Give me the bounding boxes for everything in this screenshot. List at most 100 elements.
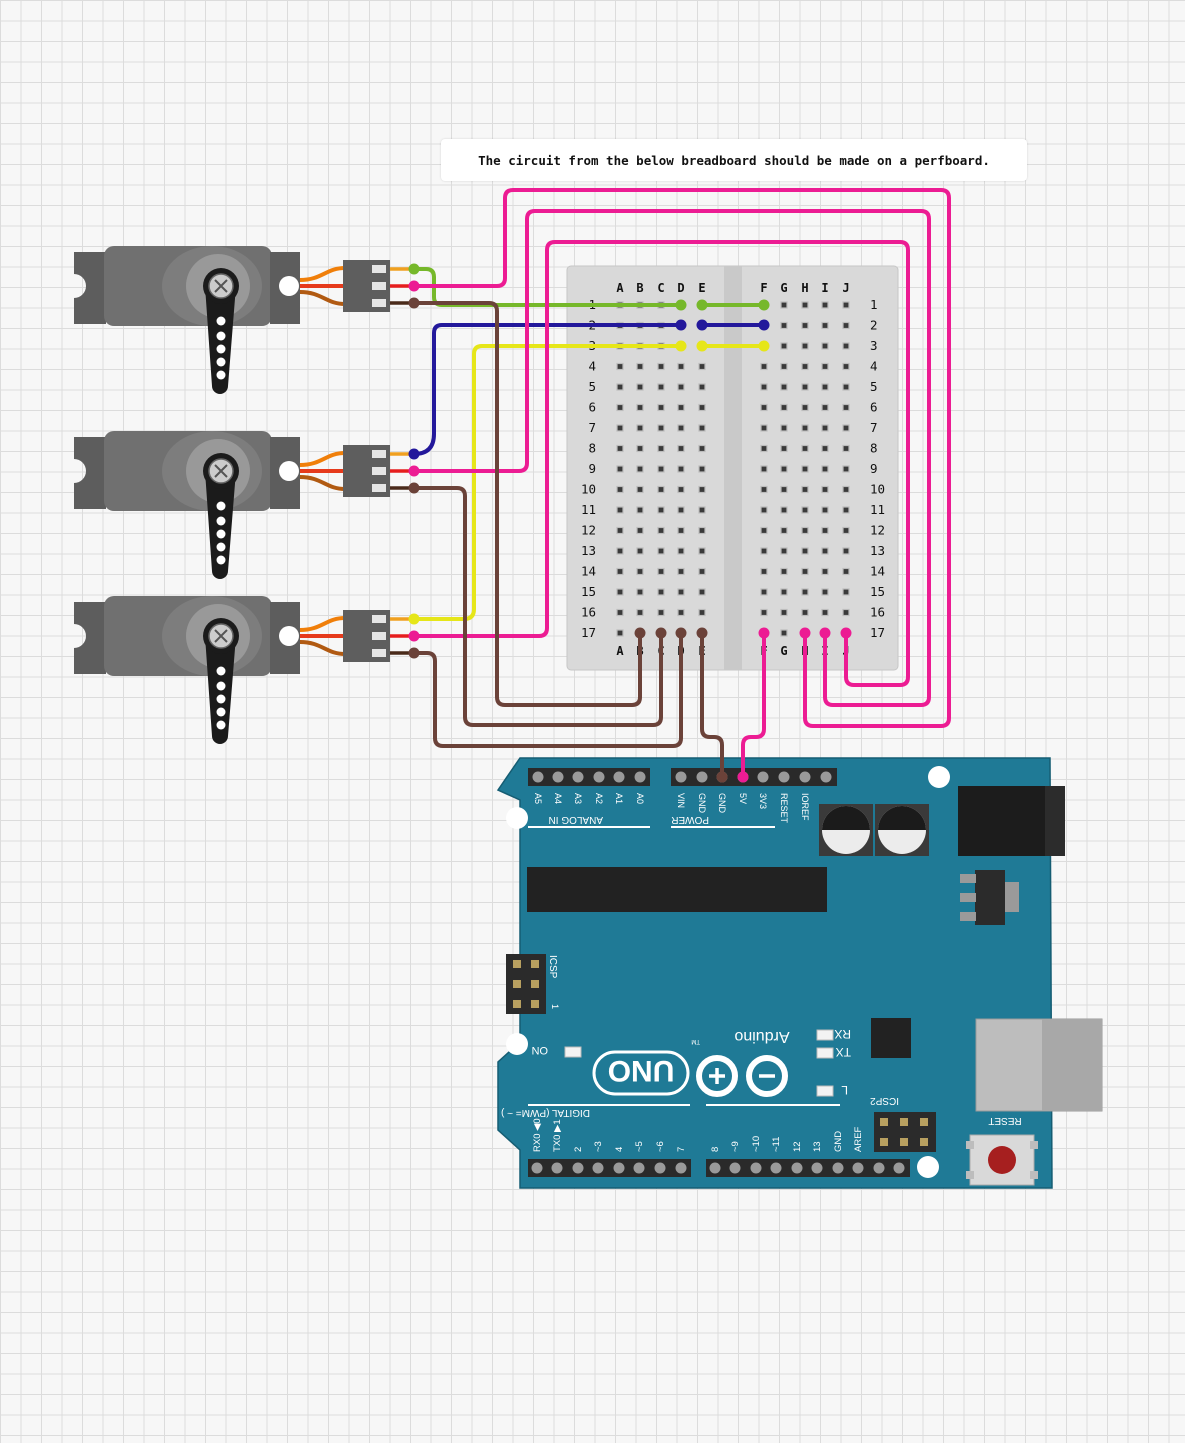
breadboard-hole[interactable] bbox=[780, 321, 788, 330]
breadboard-hole[interactable] bbox=[698, 506, 706, 514]
breadboard-hole[interactable] bbox=[801, 526, 809, 535]
breadboard-hole[interactable] bbox=[821, 465, 829, 473]
breadboard-hole[interactable] bbox=[760, 465, 768, 473]
breadboard-hole[interactable] bbox=[616, 362, 624, 371]
breadboard-hole[interactable] bbox=[636, 506, 644, 514]
header-pin[interactable] bbox=[729, 1162, 741, 1174]
header-pin[interactable] bbox=[750, 1162, 762, 1174]
wire-end[interactable] bbox=[696, 627, 708, 639]
wire-end[interactable] bbox=[408, 613, 420, 625]
wire-end[interactable] bbox=[408, 448, 420, 460]
breadboard-hole[interactable] bbox=[842, 465, 850, 473]
breadboard-hole[interactable] bbox=[821, 567, 829, 576]
breadboard-hole[interactable] bbox=[780, 567, 788, 576]
breadboard-hole[interactable] bbox=[821, 547, 829, 555]
breadboard-hole[interactable] bbox=[760, 588, 768, 596]
breadboard-hole[interactable] bbox=[616, 465, 624, 473]
breadboard-hole[interactable] bbox=[636, 526, 644, 535]
breadboard-hole[interactable] bbox=[677, 485, 685, 494]
breadboard-hole[interactable] bbox=[616, 485, 624, 494]
breadboard-hole[interactable] bbox=[677, 588, 685, 596]
breadboard-hole[interactable] bbox=[657, 403, 665, 412]
header-pin[interactable] bbox=[613, 771, 625, 783]
wire-end[interactable] bbox=[675, 627, 687, 639]
breadboard-hole[interactable] bbox=[760, 526, 768, 535]
breadboard-hole[interactable] bbox=[677, 383, 685, 391]
breadboard-hole[interactable] bbox=[842, 588, 850, 596]
breadboard-hole[interactable] bbox=[657, 465, 665, 473]
breadboard-hole[interactable] bbox=[698, 465, 706, 473]
breadboard-hole[interactable] bbox=[616, 629, 624, 637]
header-pin[interactable] bbox=[757, 771, 769, 783]
icsp-pin[interactable] bbox=[513, 980, 521, 988]
icsp-pin[interactable] bbox=[531, 960, 539, 968]
breadboard-hole[interactable] bbox=[677, 547, 685, 555]
breadboard-hole[interactable] bbox=[780, 362, 788, 371]
wire-end[interactable] bbox=[408, 297, 420, 309]
breadboard-hole[interactable] bbox=[780, 444, 788, 453]
breadboard-hole[interactable] bbox=[677, 567, 685, 576]
breadboard-hole[interactable] bbox=[760, 547, 768, 555]
breadboard-hole[interactable] bbox=[821, 506, 829, 514]
wire-end[interactable] bbox=[408, 465, 420, 477]
breadboard-hole[interactable] bbox=[636, 465, 644, 473]
breadboard-hole[interactable] bbox=[636, 403, 644, 412]
breadboard-hole[interactable] bbox=[801, 342, 809, 350]
breadboard-hole[interactable] bbox=[698, 403, 706, 412]
breadboard-hole[interactable] bbox=[677, 424, 685, 432]
header-pin[interactable] bbox=[770, 1162, 782, 1174]
breadboard-hole[interactable] bbox=[780, 465, 788, 473]
breadboard-hole[interactable] bbox=[616, 506, 624, 514]
breadboard-hole[interactable] bbox=[842, 301, 850, 309]
icsp2-pin[interactable] bbox=[880, 1118, 888, 1126]
breadboard-hole[interactable] bbox=[698, 383, 706, 391]
breadboard-hole[interactable] bbox=[801, 588, 809, 596]
header-pin[interactable] bbox=[633, 1162, 645, 1174]
breadboard-hole[interactable] bbox=[821, 526, 829, 535]
wire-end[interactable] bbox=[675, 319, 687, 331]
breadboard-hole[interactable] bbox=[760, 424, 768, 432]
breadboard-hole[interactable] bbox=[801, 465, 809, 473]
icsp2-pin[interactable] bbox=[880, 1138, 888, 1146]
header-pin[interactable] bbox=[532, 771, 544, 783]
breadboard-hole[interactable] bbox=[636, 547, 644, 555]
header-pin[interactable] bbox=[654, 1162, 666, 1174]
breadboard-hole[interactable] bbox=[821, 383, 829, 391]
servo-motor-2[interactable] bbox=[74, 431, 414, 579]
wire-end[interactable] bbox=[675, 340, 687, 352]
breadboard-hole[interactable] bbox=[698, 567, 706, 576]
breadboard-hole[interactable] bbox=[801, 424, 809, 432]
wire-end[interactable] bbox=[408, 630, 420, 642]
breadboard-hole[interactable] bbox=[801, 403, 809, 412]
breadboard-hole[interactable] bbox=[801, 301, 809, 309]
header-pin[interactable] bbox=[531, 1162, 543, 1174]
breadboard-hole[interactable] bbox=[842, 403, 850, 412]
breadboard-hole[interactable] bbox=[842, 362, 850, 371]
icsp2-pin[interactable] bbox=[920, 1118, 928, 1126]
breadboard-hole[interactable] bbox=[636, 424, 644, 432]
wire-end[interactable] bbox=[758, 340, 770, 352]
breadboard-hole[interactable] bbox=[677, 506, 685, 514]
breadboard-hole[interactable] bbox=[821, 362, 829, 371]
breadboard-hole[interactable] bbox=[842, 424, 850, 432]
breadboard-hole[interactable] bbox=[842, 383, 850, 391]
breadboard-hole[interactable] bbox=[657, 424, 665, 432]
servo-motor-3[interactable] bbox=[74, 596, 414, 744]
breadboard-hole[interactable] bbox=[677, 465, 685, 473]
breadboard-hole[interactable] bbox=[698, 526, 706, 535]
breadboard-hole[interactable] bbox=[616, 403, 624, 412]
header-pin[interactable] bbox=[791, 1162, 803, 1174]
header-pin[interactable] bbox=[852, 1162, 864, 1174]
header-pin[interactable] bbox=[593, 771, 605, 783]
breadboard-hole[interactable] bbox=[760, 506, 768, 514]
icsp2-pin[interactable] bbox=[920, 1138, 928, 1146]
wire-end[interactable] bbox=[819, 627, 831, 639]
icsp-pin[interactable] bbox=[531, 980, 539, 988]
wire-end[interactable] bbox=[840, 627, 852, 639]
breadboard-hole[interactable] bbox=[821, 444, 829, 453]
breadboard-hole[interactable] bbox=[760, 485, 768, 494]
breadboard-hole[interactable] bbox=[821, 608, 829, 617]
breadboard-hole[interactable] bbox=[821, 424, 829, 432]
breadboard-hole[interactable] bbox=[842, 526, 850, 535]
